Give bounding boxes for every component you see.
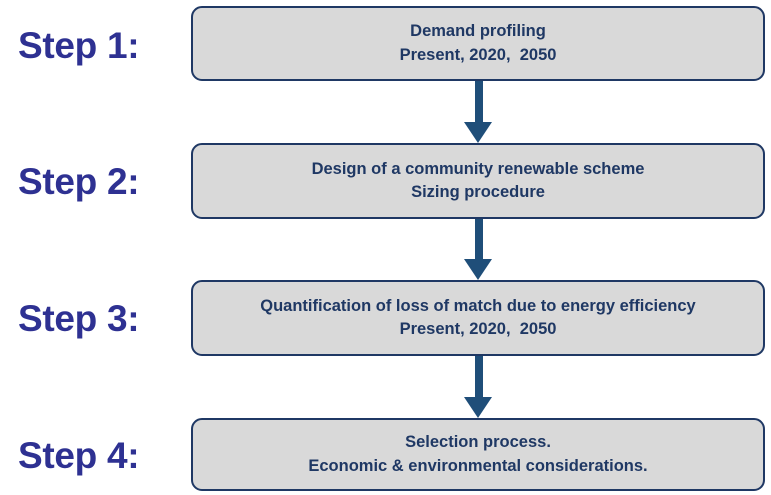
arrow-shaft bbox=[474, 356, 483, 397]
arrow-shaft bbox=[474, 81, 483, 122]
arrow-head bbox=[464, 122, 492, 143]
process-box-step-2-line-1: Design of a community renewable scheme bbox=[311, 159, 645, 178]
step-label-1: Step 1: bbox=[18, 25, 140, 66]
step-label-2: Step 2: bbox=[18, 161, 140, 202]
process-box-step-2-line-2: Sizing procedure bbox=[411, 183, 545, 201]
process-box-step-2[interactable]: Design of a community renewable scheme S… bbox=[191, 143, 765, 219]
process-box-step-1[interactable]: Demand profiling Present, 2020, 2050 bbox=[191, 6, 765, 81]
process-box-step-1-line-2: Present, 2020, 2050 bbox=[399, 45, 557, 64]
arrow-shaft bbox=[474, 219, 483, 259]
process-box-step-3-line-1: Quantification of loss of match due to e… bbox=[260, 296, 696, 315]
process-box-step-4-line-1: Selection process. bbox=[405, 433, 551, 452]
process-box-step-3-line-2: Present, 2020, 2050 bbox=[399, 320, 557, 338]
process-box-step-4[interactable]: Selection process. Economic & environmen… bbox=[191, 418, 765, 491]
arrow-step2-to-step3-icon bbox=[464, 219, 493, 280]
process-box-step-4-line-2: Economic & environmental considerations. bbox=[308, 456, 648, 475]
step-label-4: Step 4: bbox=[18, 435, 140, 476]
process-box-step-3[interactable]: Quantification of loss of match due to e… bbox=[191, 280, 765, 356]
process-box-step-1-line-1: Demand profiling bbox=[410, 22, 546, 41]
arrow-step3-to-step4-icon bbox=[464, 356, 493, 418]
arrow-head bbox=[464, 397, 492, 418]
arrow-head bbox=[464, 259, 492, 280]
arrow-step1-to-step2-icon bbox=[464, 81, 493, 143]
step-label-3: Step 3: bbox=[18, 298, 140, 339]
